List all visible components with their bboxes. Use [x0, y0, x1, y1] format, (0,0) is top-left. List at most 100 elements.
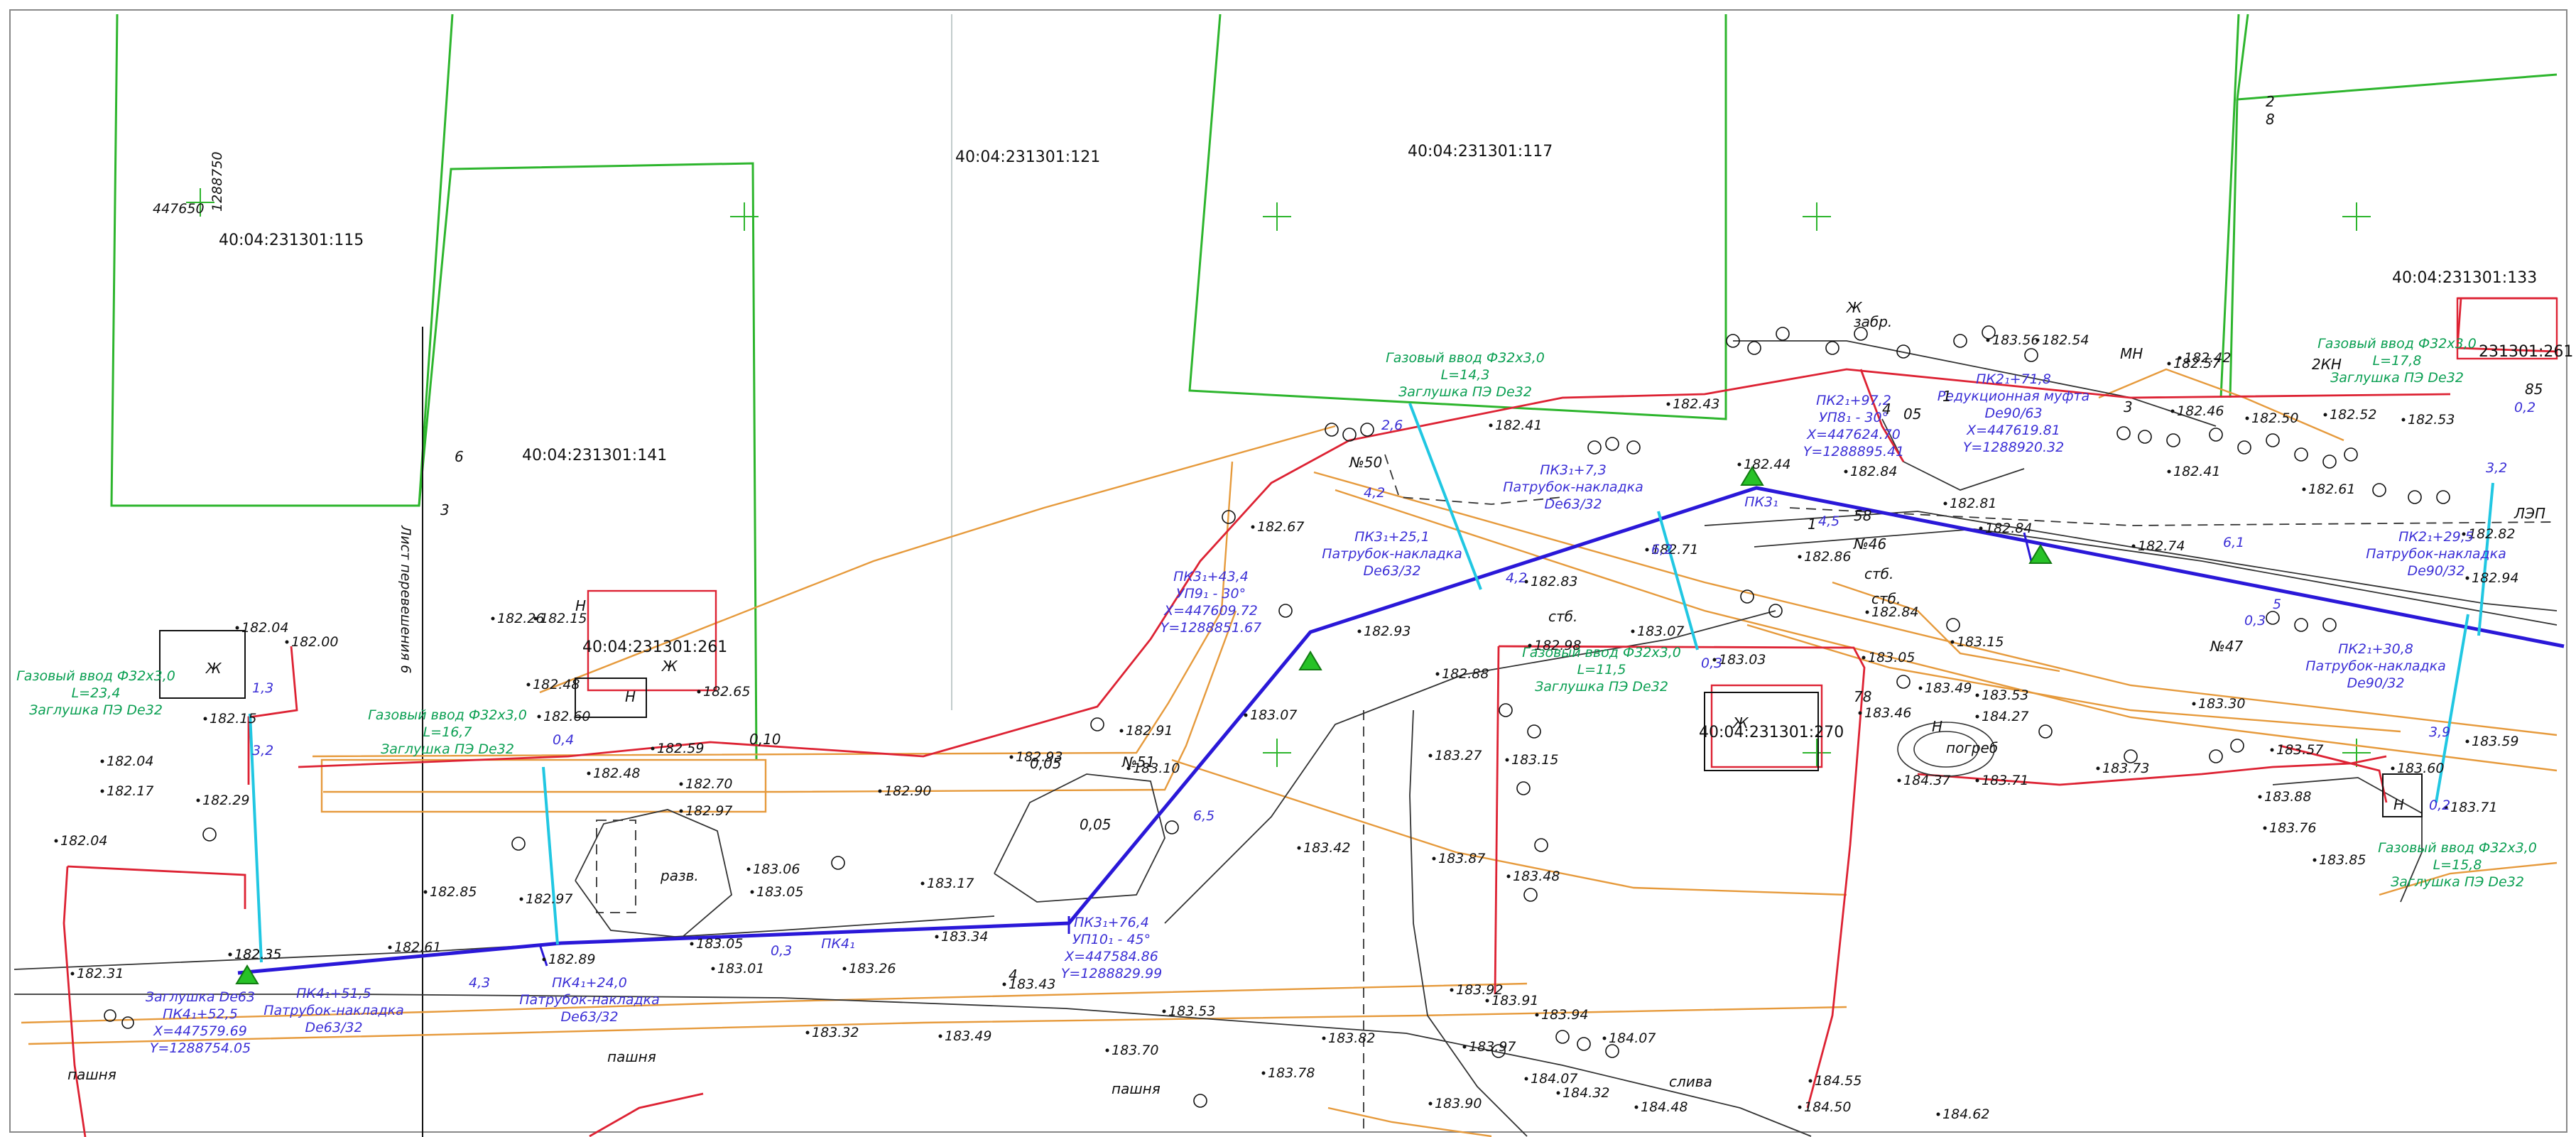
elevation-point	[920, 881, 925, 886]
elevation-point	[235, 626, 239, 630]
elevation-label: 184.07	[1609, 1030, 1656, 1046]
note-line: Газовый ввод Ф32х3,0	[368, 707, 527, 723]
map-word: №46	[1853, 535, 1886, 553]
elevation-label: 183.87	[1438, 851, 1485, 866]
elevation-point	[2313, 858, 2317, 862]
elevation-label: 183.88	[2264, 789, 2311, 805]
note-line: ПК3₁+43,4	[1173, 569, 1249, 584]
elevation-label: 183.48	[1513, 869, 1560, 884]
elevation-point	[491, 616, 495, 621]
dimension-value: 3,2	[2486, 460, 2507, 476]
map-word: слива	[1669, 1073, 1712, 1090]
note-line: L=16,7	[423, 724, 472, 740]
elevation-label: 183.53	[1982, 687, 2028, 703]
elevation-label: 182.50	[2251, 410, 2298, 426]
elevation-label: 183.26	[849, 961, 896, 976]
elevation-label: 182.97	[526, 891, 572, 907]
elevation-point	[1506, 874, 1511, 878]
elevation-point	[690, 942, 694, 946]
map-word: 3	[440, 501, 450, 518]
elevation-point	[1244, 713, 1248, 717]
elevation-point	[203, 717, 207, 721]
note-line: De90/32	[2347, 675, 2404, 691]
elevation-label: 182.89	[548, 952, 595, 967]
elevation-point	[842, 967, 847, 971]
tree-symbols	[104, 325, 2450, 1108]
elevation-point	[2465, 739, 2469, 744]
elevation-marks: 182.04182.00182.15182.04182.17182.29182.…	[54, 332, 2518, 1122]
elevation-label: 183.43	[1009, 976, 1055, 992]
elevation-point	[1712, 658, 1717, 662]
dimension-value: 5	[2273, 597, 2281, 612]
elevation-label: 183.05	[756, 884, 803, 900]
elevation-label: 182.98	[1534, 638, 1581, 653]
note-line: Заглушка ПЭ De32	[2330, 370, 2464, 386]
elevation-label: 183.03	[1719, 652, 1766, 668]
elevation-point	[878, 789, 882, 793]
map-word: Н	[2393, 796, 2404, 813]
map-word: 3	[2124, 398, 2133, 415]
elevation-point	[2131, 544, 2136, 548]
elevation-point	[1462, 1045, 1467, 1049]
note-line: De90/63	[1984, 406, 2042, 421]
elevation-point	[679, 809, 683, 813]
dimension-value: 3,9	[2429, 724, 2450, 740]
map-word: Ж	[661, 658, 678, 675]
elevation-point	[1432, 856, 1436, 861]
elevation-label: 183.15	[1511, 752, 1558, 768]
elevation-label: 182.31	[77, 966, 124, 981]
elevation-label: 182.52	[2330, 407, 2376, 423]
note-line: Газовый ввод Ф32х3,0	[1386, 350, 1545, 366]
note-line: УП9₁ - 30°	[1176, 586, 1246, 602]
elevation-label: 182.35	[234, 947, 281, 962]
outbuilding-outlines	[159, 630, 2423, 817]
elevation-point	[388, 945, 392, 950]
elevation-point	[1428, 1101, 1433, 1106]
elevation-point	[2096, 766, 2100, 771]
elevation-point	[2401, 418, 2406, 422]
elevation-label: 183.34	[941, 929, 988, 945]
elevation-point	[2258, 795, 2262, 799]
map-word: погреб	[1946, 739, 1998, 756]
elevation-point	[2323, 413, 2327, 417]
note-line: X=447579.69	[153, 1023, 247, 1039]
elevation-label: 182.90	[884, 783, 931, 799]
elevation-label: 183.78	[1268, 1065, 1315, 1081]
elevation-point	[1666, 402, 1670, 406]
note-line: X=447584.86	[1064, 949, 1158, 964]
elevation-point	[2462, 532, 2466, 536]
elevation-label: 184.32	[1563, 1085, 1609, 1101]
elevation-label: 182.84	[1871, 604, 1918, 620]
elevation-point	[1975, 693, 1979, 697]
elevation-label: 182.82	[2468, 526, 2515, 542]
elevation-label: 183.76	[2269, 820, 2316, 836]
elevation-label: 183.57	[2276, 742, 2323, 758]
elevation-point	[1435, 672, 1440, 676]
note-line: Газовый ввод Ф32х3,0	[16, 668, 175, 684]
note-line: Патрубок-накладка	[1503, 479, 1643, 495]
note-line: Газовый ввод Ф32х3,0	[2317, 336, 2477, 352]
dimension-value: 0,3	[1701, 655, 1722, 671]
elevation-label: 183.05	[696, 936, 743, 952]
note-line: Y=1288851.67	[1161, 620, 1261, 636]
elevation-label: 183.05	[1868, 650, 1915, 665]
map-word: №47	[2210, 638, 2244, 655]
elevation-label: 183.42	[1303, 840, 1350, 856]
elevation-point	[746, 867, 751, 871]
elevation-point	[1002, 982, 1006, 986]
note-line: Редукционная муфта	[1938, 388, 2089, 404]
elevation-label: 182.04	[107, 754, 153, 769]
note-line: ПК2₁+97,2	[1816, 393, 1891, 408]
elevation-point	[1251, 525, 1255, 529]
elevation-point	[423, 890, 428, 894]
map-word: 1	[1942, 388, 1952, 405]
note-line: De63/32	[305, 1020, 362, 1035]
elevation-point	[1950, 640, 1955, 644]
elevation-label: 183.10	[1133, 761, 1180, 776]
map-word: Н	[575, 597, 586, 614]
map-word: 1	[1808, 516, 1817, 533]
dimension-value: 0,3	[2244, 613, 2266, 629]
dimension-labels: 3,21,30,40,34,34,24,26,20,32,64,56,10,33…	[252, 400, 2536, 991]
